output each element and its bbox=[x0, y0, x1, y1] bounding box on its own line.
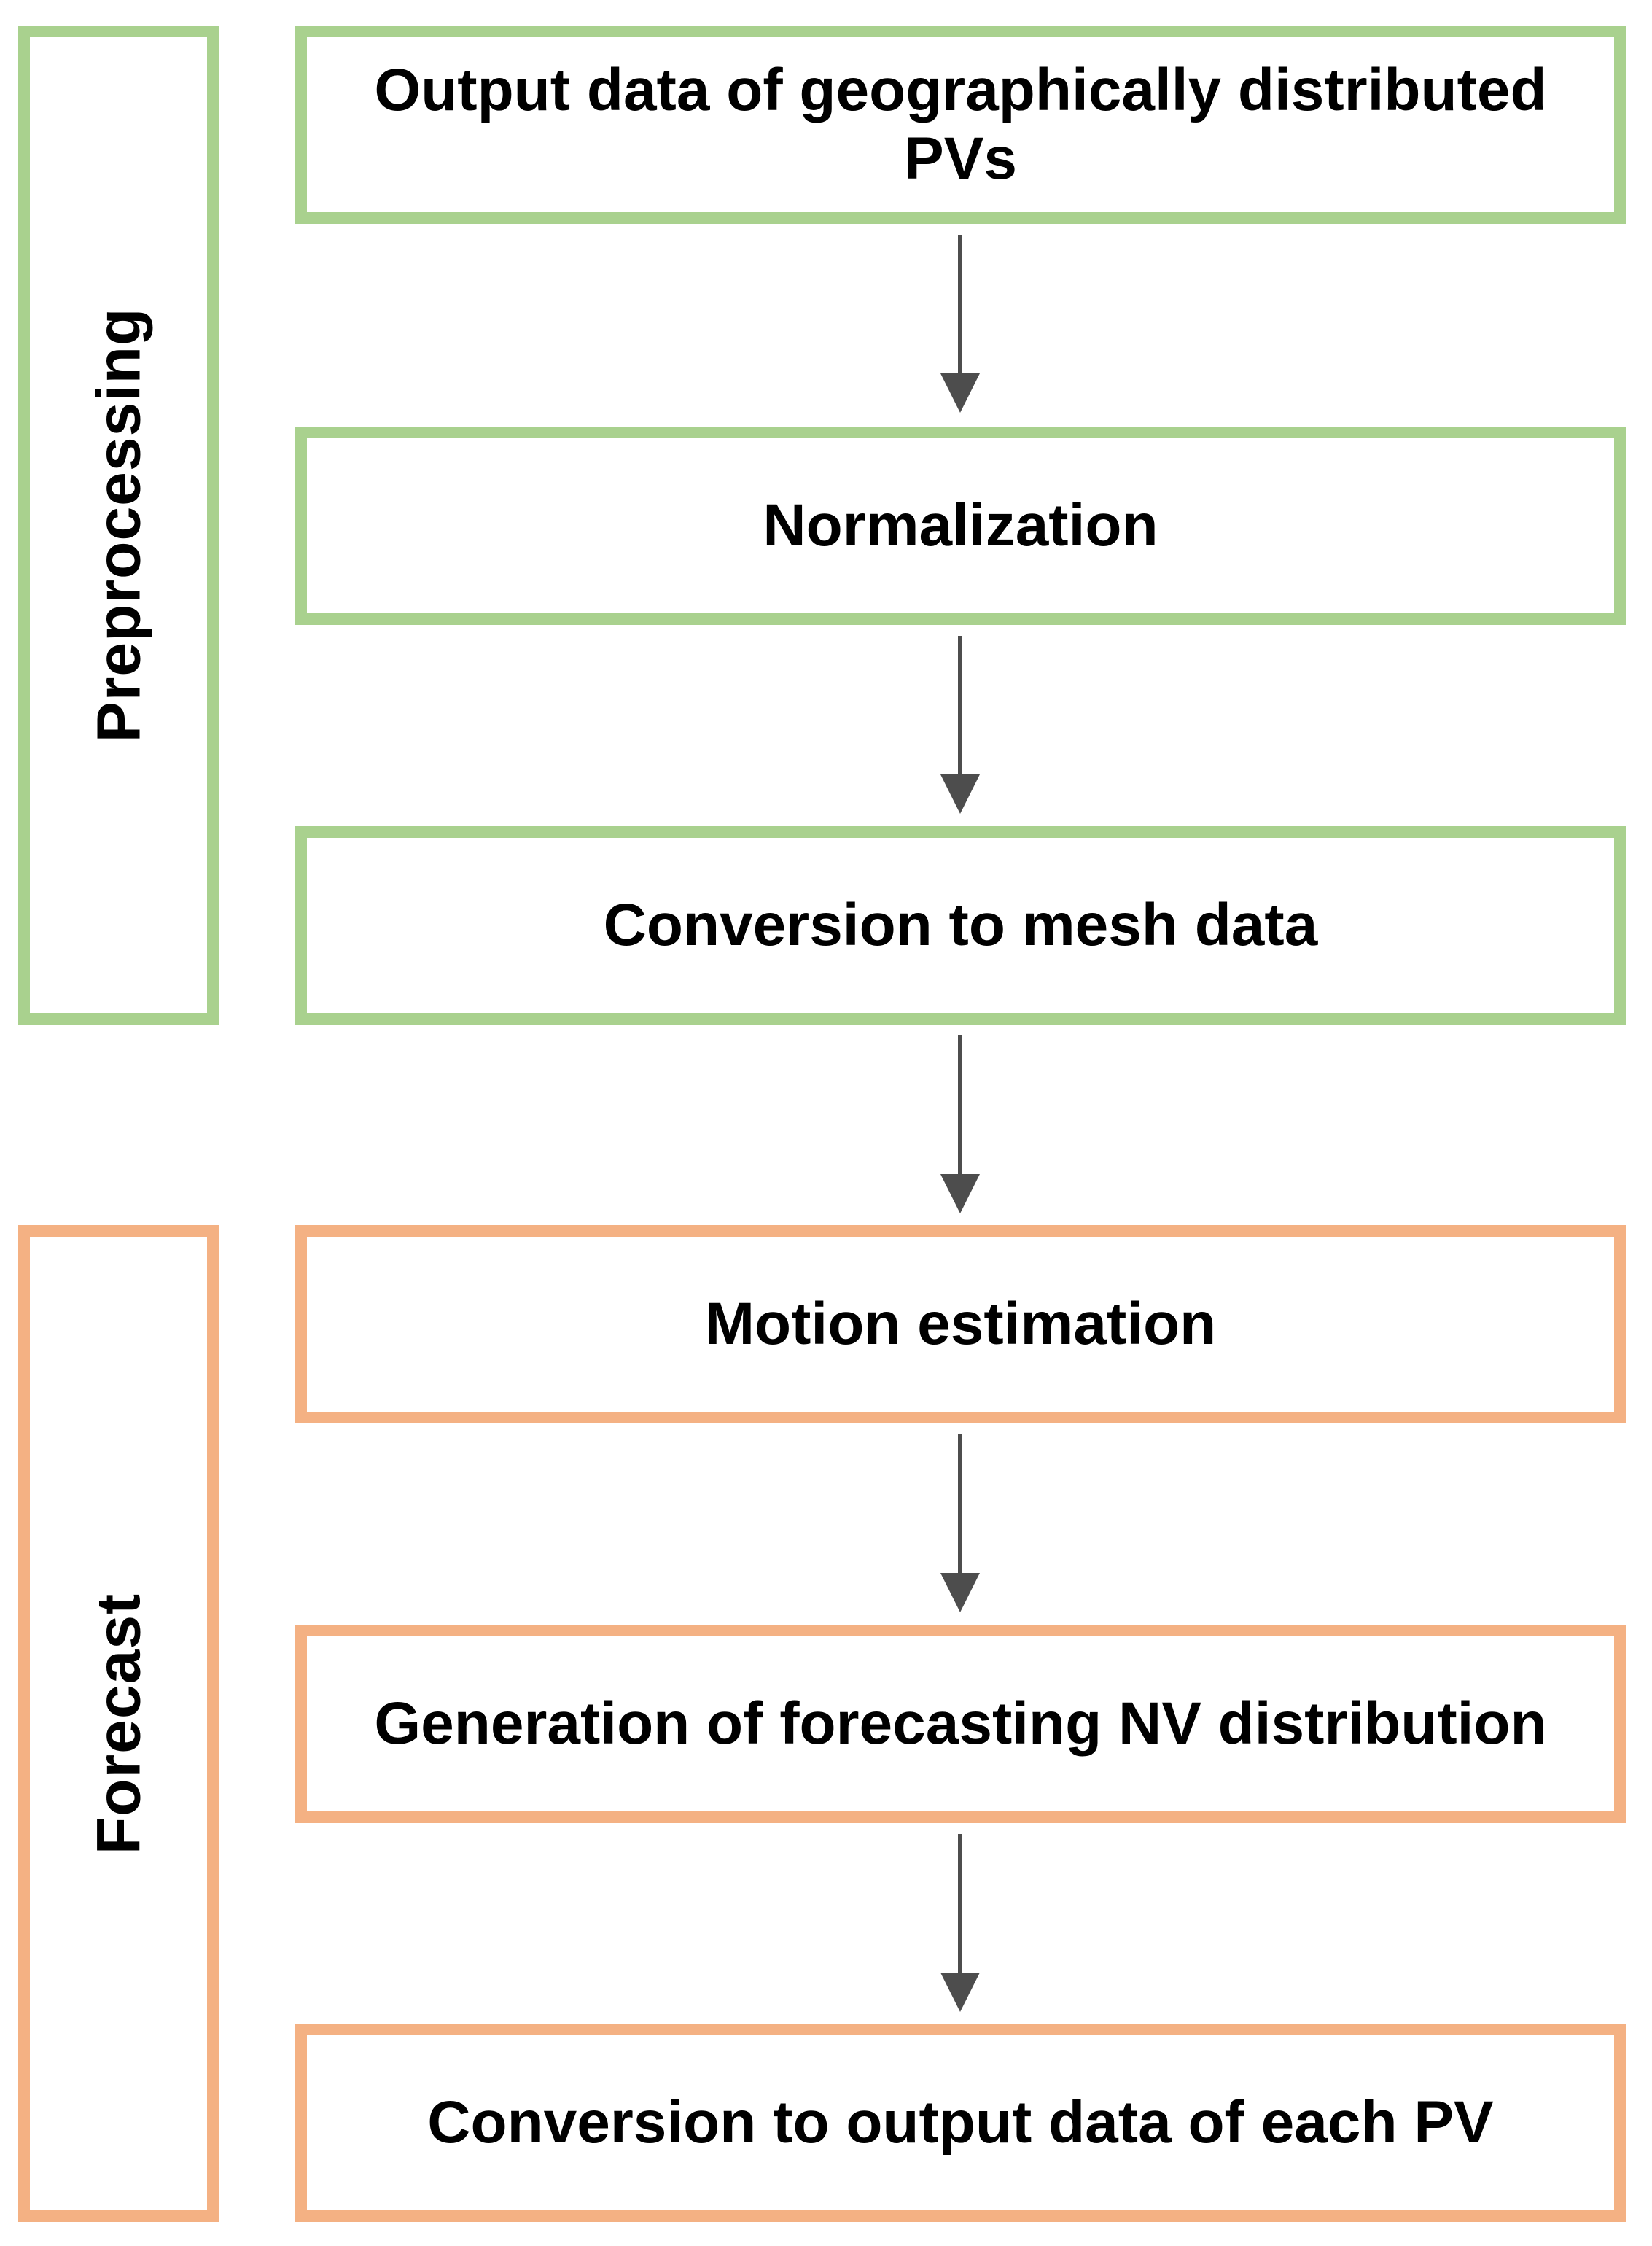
arrow-head bbox=[940, 1973, 980, 2012]
arrow-head bbox=[940, 774, 980, 814]
arrow-stem bbox=[958, 1434, 962, 1574]
flow-step-generation-forecast: Generation of forecasting NV distributio… bbox=[295, 1625, 1626, 1823]
flow-step-label: Generation of forecasting NV distributio… bbox=[374, 1690, 1547, 1757]
phase-group-preprocessing: Preprocessing bbox=[18, 26, 219, 1025]
down-arrow-icon bbox=[938, 1035, 982, 1216]
down-arrow-icon bbox=[938, 235, 982, 416]
arrow-stem bbox=[958, 235, 962, 375]
arrow-stem bbox=[958, 1035, 962, 1176]
flow-step-label: Output data of geographically distribute… bbox=[374, 56, 1547, 192]
phase-label-preprocessing: Preprocessing bbox=[84, 307, 152, 743]
flow-step-label: Motion estimation bbox=[704, 1290, 1217, 1357]
arrow-stem bbox=[958, 1834, 962, 1974]
flow-step-conversion-output: Conversion to output data of each PV bbox=[295, 2024, 1626, 2222]
arrow-stem bbox=[958, 636, 962, 776]
down-arrow-icon bbox=[938, 1434, 982, 1615]
flow-step-normalization: Normalization bbox=[295, 427, 1626, 625]
arrow-head bbox=[940, 1573, 980, 1612]
flow-step-label: Conversion to output data of each PV bbox=[427, 2088, 1494, 2156]
flow-step-output-data: Output data of geographically distribute… bbox=[295, 26, 1626, 224]
down-arrow-icon bbox=[938, 636, 982, 817]
phase-label-forecast: Forecast bbox=[84, 1593, 152, 1854]
flow-step-conversion-mesh: Conversion to mesh data bbox=[295, 826, 1626, 1025]
arrow-head bbox=[940, 373, 980, 413]
down-arrow-icon bbox=[938, 1834, 982, 2015]
flow-step-label: Conversion to mesh data bbox=[603, 891, 1318, 958]
flow-step-motion-estimation: Motion estimation bbox=[295, 1225, 1626, 1423]
flow-step-label: Normalization bbox=[763, 491, 1158, 559]
phase-group-forecast: Forecast bbox=[18, 1225, 219, 2222]
arrow-head bbox=[940, 1174, 980, 1213]
